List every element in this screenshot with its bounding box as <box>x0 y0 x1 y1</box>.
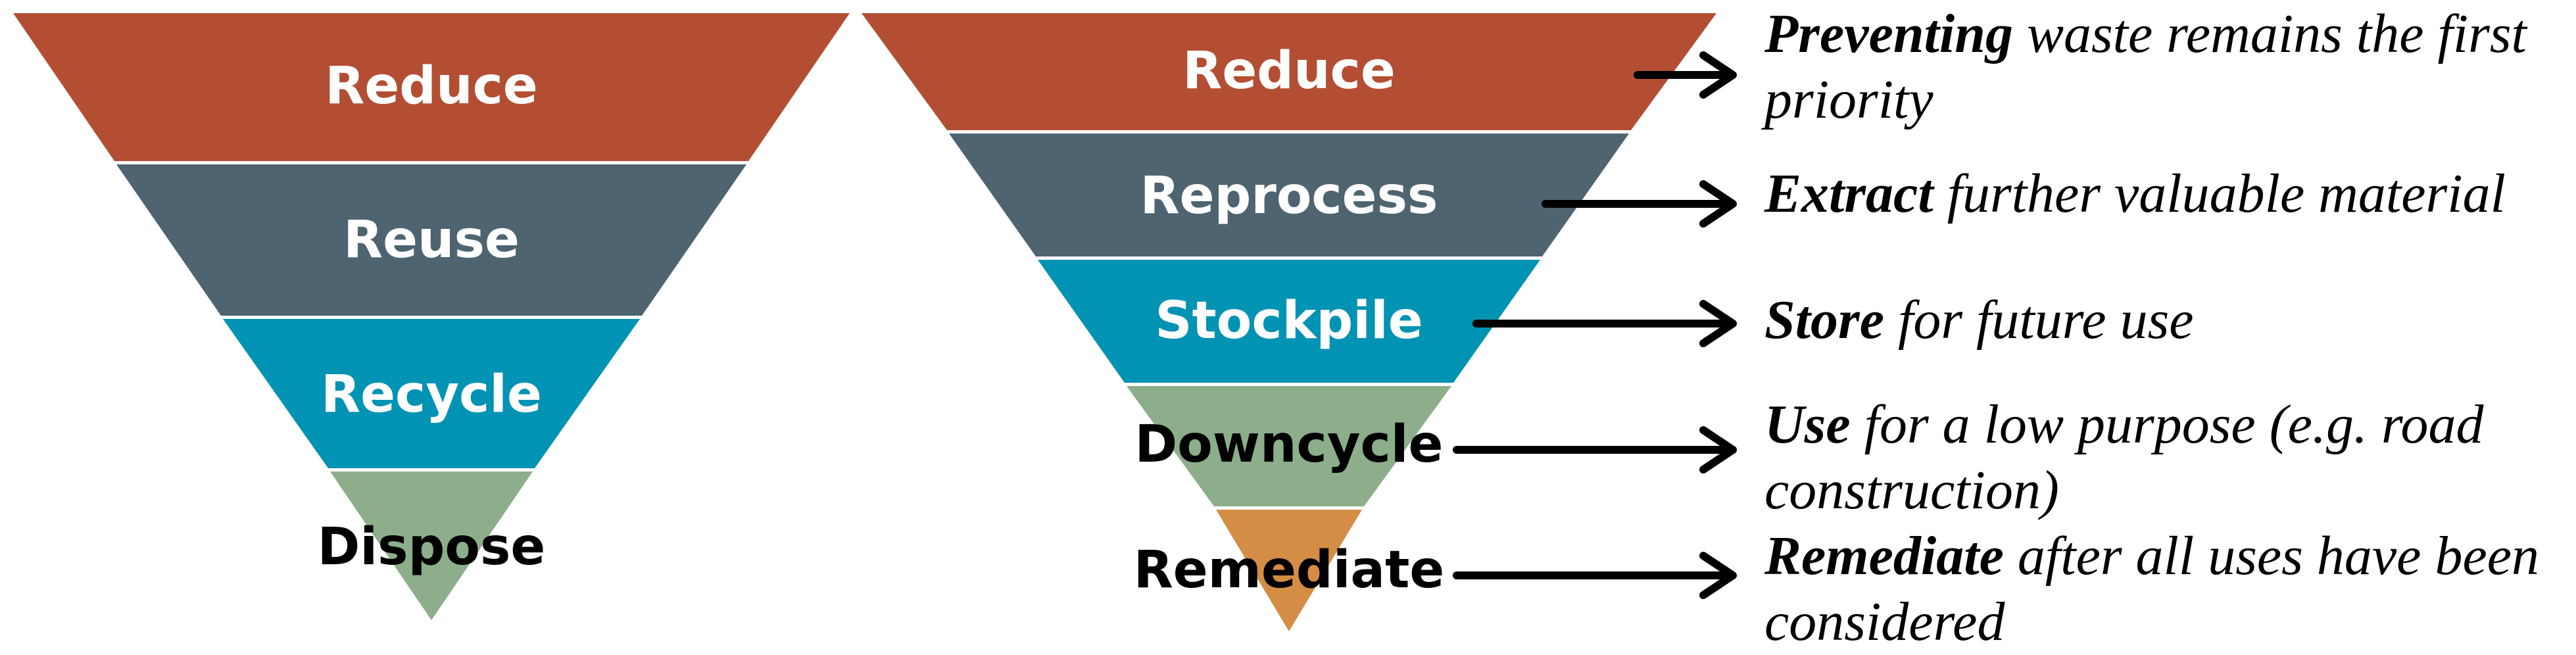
description-reduce: Preventing waste remains the first prior… <box>1764 1 2527 133</box>
right-tier-stockpile-label: Stockpile <box>1155 291 1422 351</box>
description-stockpile-keyword: Store <box>1764 289 1885 351</box>
description-remediate-text: after all uses have been <box>2003 525 2540 587</box>
left-tier-reuse-label: Reuse <box>343 210 520 270</box>
right-tier-reduce <box>862 13 1716 130</box>
description-stockpile: Store for future use <box>1764 287 2194 353</box>
right-tier-stockpile <box>1038 260 1540 383</box>
description-reduce-text: waste remains the first <box>2012 3 2527 64</box>
arrow-remediate <box>1453 552 1737 599</box>
right-pyramid: Reduce Reprocess Stockpile Downcycle Rem… <box>862 13 1716 631</box>
left-tier-recycle-label: Recycle <box>321 365 542 424</box>
description-downcycle-text: for a low purpose (e.g. road <box>1850 394 2484 455</box>
right-tier-downcycle-label: Downcycle <box>1135 415 1444 474</box>
arrow-reduce <box>1634 51 1737 99</box>
arrow-reprocess <box>1542 180 1737 228</box>
description-downcycle-keyword: Use <box>1764 394 1851 455</box>
description-reprocess: Extract further valuable material <box>1764 161 2506 227</box>
arrow-stockpile <box>1472 300 1737 347</box>
description-remediate-keyword: Remediate <box>1764 525 2004 587</box>
arrow-downcycle <box>1453 426 1737 473</box>
description-remediate: Remediate after all uses have been consi… <box>1764 523 2539 655</box>
left-pyramid: Reduce Reuse Recycle Dispose <box>13 13 850 620</box>
description-reprocess-keyword: Extract <box>1764 163 1933 224</box>
left-tier-reduce <box>13 13 850 161</box>
right-tier-downcycle <box>1127 386 1451 506</box>
description-remediate-text-line2: considered <box>1764 591 2005 652</box>
description-downcycle: Use for a low purpose (e.g. road constru… <box>1764 392 2484 523</box>
left-tier-dispose <box>330 472 533 620</box>
arrows <box>1453 51 1737 599</box>
right-tier-reprocess <box>949 133 1629 256</box>
description-downcycle-text-line2: construction) <box>1764 460 2059 521</box>
left-tier-recycle <box>223 319 640 468</box>
description-reduce-text-line2: priority <box>1764 69 1933 130</box>
right-tier-reduce-label: Reduce <box>1182 41 1395 101</box>
description-reprocess-text: further valuable material <box>1933 163 2506 224</box>
description-reduce-keyword: Preventing <box>1764 3 2013 64</box>
right-tier-remediate <box>1216 510 1362 631</box>
right-tier-reprocess-label: Reprocess <box>1140 166 1438 226</box>
left-tier-dispose-label: Dispose <box>318 518 546 577</box>
description-stockpile-text: for future use <box>1884 289 2194 351</box>
right-tier-remediate-label: Remediate <box>1134 541 1445 600</box>
left-tier-reduce-label: Reduce <box>325 57 537 116</box>
left-tier-reuse <box>116 164 746 316</box>
